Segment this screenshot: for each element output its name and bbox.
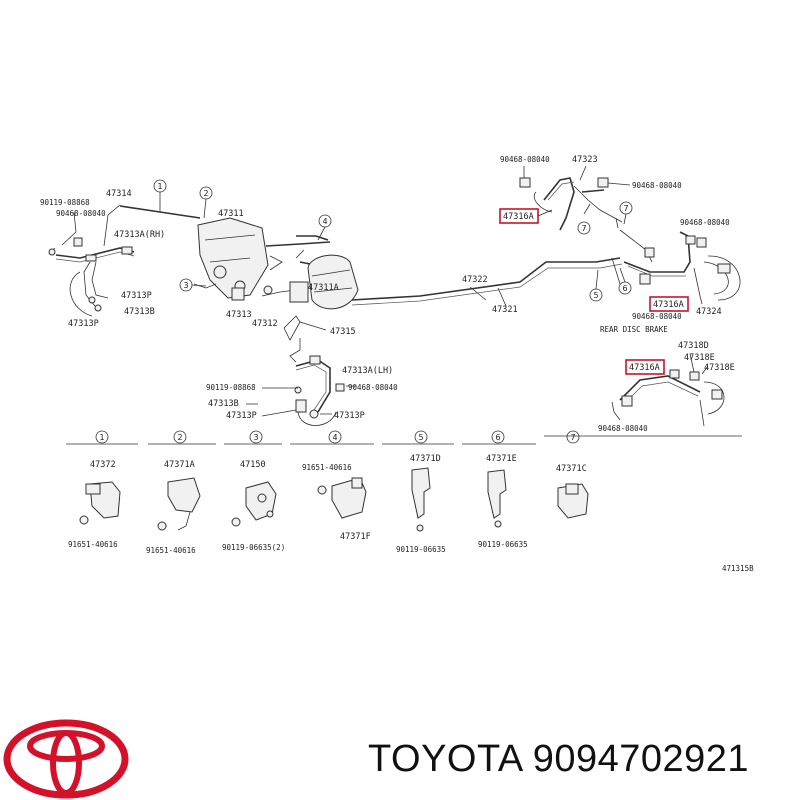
rear-disc-brake-note: REAR DISC BRAKE: [600, 325, 668, 334]
index-7b: 7: [581, 224, 586, 233]
label-90468-08040: 90468-08040: [348, 383, 398, 392]
part-number: 9094702921: [532, 738, 750, 780]
brake-booster-group: [269, 249, 359, 310]
label-47313P: 47313P: [68, 319, 99, 329]
label-47318E: 47318E: [684, 353, 715, 363]
key-parts-row: 1 47372 91651-40616 2 47371A 91651-40616…: [68, 430, 754, 573]
label-90468-08040: 90468-08040: [632, 181, 682, 190]
highlight-47316A: [625, 359, 665, 375]
key-index-6: 6: [495, 433, 500, 442]
toyota-logo: [3, 719, 129, 799]
rear-branch-group: [519, 177, 741, 305]
index-3: 3: [183, 281, 188, 290]
bracket-47371D: [411, 467, 431, 519]
label-47371F: 47371F: [340, 532, 371, 542]
index-5: 5: [593, 291, 598, 300]
key-index-3: 3: [253, 433, 258, 442]
label-47323: 47323: [572, 155, 598, 165]
label-90119-08868: 90119-08868: [206, 383, 256, 392]
label-90468-08040: 90468-08040: [680, 218, 730, 227]
label-47322: 47322: [462, 275, 488, 285]
key-index-4: 4: [332, 433, 337, 442]
label-47318E: 47318E: [704, 363, 735, 373]
label-47150: 47150: [240, 460, 266, 470]
label-47311: 47311: [218, 209, 244, 219]
bracket-47371A: [167, 477, 201, 513]
brand-name: TOYOTA: [368, 738, 522, 780]
bracket-47371E: [487, 469, 507, 519]
main-brake-pipes: [351, 257, 623, 307]
index-7: 7: [623, 204, 628, 213]
label-47371A: 47371A: [164, 460, 195, 470]
index-1: 1: [157, 182, 162, 191]
label-47313P: 47313P: [334, 411, 365, 421]
proportioning-valve: [289, 281, 309, 303]
label-90468-08040: 90468-08040: [56, 209, 106, 218]
index-6: 6: [622, 284, 627, 293]
bolt-part: [48, 248, 56, 256]
label-47313P: 47313P: [121, 291, 152, 301]
index-4: 4: [322, 217, 327, 226]
callout-labels: 47314 90119-08868 90468-08040 47313A(RH)…: [40, 155, 735, 433]
label-47314: 47314: [106, 189, 132, 199]
label-47318D: 47318D: [678, 341, 709, 351]
label-90468-08040: 90468-08040: [598, 424, 648, 433]
index-2: 2: [203, 189, 208, 198]
label-47321: 47321: [492, 305, 518, 315]
hose-fitting: [121, 246, 133, 255]
label-47312: 47312: [252, 319, 278, 329]
label-47313: 47313: [226, 310, 252, 320]
label-47372: 47372: [90, 460, 116, 470]
label-47313P: 47313P: [226, 411, 257, 421]
label-90119-06635: 90119-06635: [396, 545, 446, 554]
rear-disc-hose-group: [611, 353, 725, 427]
left-front-hose-group: [48, 204, 201, 317]
label-47313B: 47313B: [208, 399, 239, 409]
key-index-7: 7: [570, 433, 575, 442]
diagram-code: 471315B: [722, 564, 754, 573]
label-90468-08040: 90468-08040: [632, 312, 682, 321]
label-47316A: 47316A: [503, 212, 534, 222]
label-47315: 47315: [330, 327, 356, 337]
label-47371C: 47371C: [556, 464, 587, 474]
label-90468-08040: 90468-08040: [500, 155, 550, 164]
label-90119-08868: 90119-08868: [40, 198, 90, 207]
label-47313A-RH: 47313A(RH): [114, 230, 165, 240]
label-47313A-LH: 47313A(LH): [342, 366, 393, 376]
master-cylinder-group: [193, 217, 341, 341]
label-90119-06635: 90119-06635: [478, 540, 528, 549]
label-91651-40616: 91651-40616: [302, 463, 352, 472]
highlight-47316A: [649, 296, 689, 312]
section-dividers: [66, 435, 742, 445]
label-47371E: 47371E: [486, 454, 517, 464]
index-circles: 1 2 3 4 5 6 7 7: [153, 179, 633, 302]
key-index-5: 5: [418, 433, 423, 442]
label-47316A: 47316A: [653, 300, 684, 310]
lh-hose-group: [289, 338, 345, 426]
label-91651-40616: 91651-40616: [68, 540, 118, 549]
label-91651-40616: 91651-40616: [146, 546, 196, 555]
hose-fitting: [85, 254, 97, 262]
label-90119-06635-2: 90119-06635(2): [222, 543, 285, 552]
brand-part-number: TOYOTA 9094702921: [368, 738, 749, 781]
clip-part: [73, 237, 83, 247]
key-index-1: 1: [99, 433, 104, 442]
label-47311A: 47311A: [308, 283, 339, 293]
key-index-2: 2: [177, 433, 182, 442]
label-47313B: 47313B: [124, 307, 155, 317]
label-47324: 47324: [696, 307, 722, 317]
label-47371D: 47371D: [410, 454, 441, 464]
label-47316A: 47316A: [629, 363, 660, 373]
